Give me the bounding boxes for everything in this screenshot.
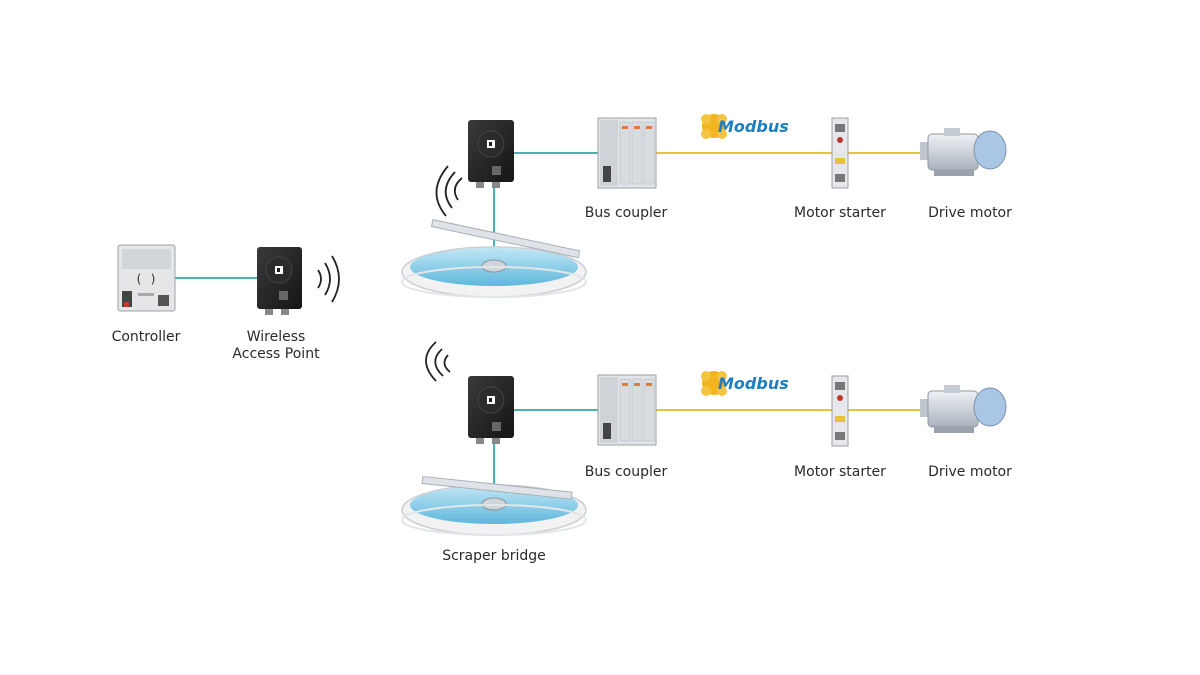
top-wireless-module-icon xyxy=(468,120,514,188)
top-motor-starter-icon xyxy=(831,117,849,189)
bottom-drive-motor-label: Drive motor xyxy=(928,464,1012,480)
top-drive-motor-label: Drive motor xyxy=(928,205,1012,221)
bottom-clarifier-tank-icon xyxy=(401,475,587,536)
top-drive-motor-icon xyxy=(920,128,1007,176)
top-bus-coupler-label: Bus coupler xyxy=(584,205,668,221)
scraper-bridge-label: Scraper bridge xyxy=(442,548,546,564)
wireless-access-point-icon xyxy=(257,247,302,315)
controller-label: Controller xyxy=(111,329,181,345)
wap-label-line2: Access Point xyxy=(232,346,320,362)
bottom-signal-waves-icon xyxy=(425,341,451,382)
top-signal-waves-icon xyxy=(435,165,463,217)
bottom-bus-coupler-label: Bus coupler xyxy=(584,464,668,480)
top-clarifier-tank-icon xyxy=(401,219,587,298)
bottom-motor-starter-icon xyxy=(831,375,849,447)
svg-text:( ): ( ) xyxy=(135,272,157,286)
top-motor-starter-label: Motor starter xyxy=(794,205,886,221)
top-modbus-label: Modbus xyxy=(718,117,789,136)
bottom-motor-starter-label: Motor starter xyxy=(794,464,886,480)
bottom-drive-motor-icon xyxy=(920,385,1007,433)
top-modbus-logo-icon: Modbus xyxy=(701,114,789,139)
bottom-wireless-module-icon xyxy=(468,376,514,444)
bottom-modbus-label: Modbus xyxy=(718,374,789,393)
connection-lines xyxy=(175,152,920,485)
bottom-modbus-logo-icon: Modbus xyxy=(701,371,789,396)
wap-label-line1: Wireless xyxy=(246,329,306,345)
wap-signal-waves-icon xyxy=(317,255,340,303)
top-bus-coupler-icon xyxy=(597,117,657,189)
bottom-bus-coupler-icon xyxy=(597,374,657,446)
controller-icon: ( ) xyxy=(117,244,176,312)
